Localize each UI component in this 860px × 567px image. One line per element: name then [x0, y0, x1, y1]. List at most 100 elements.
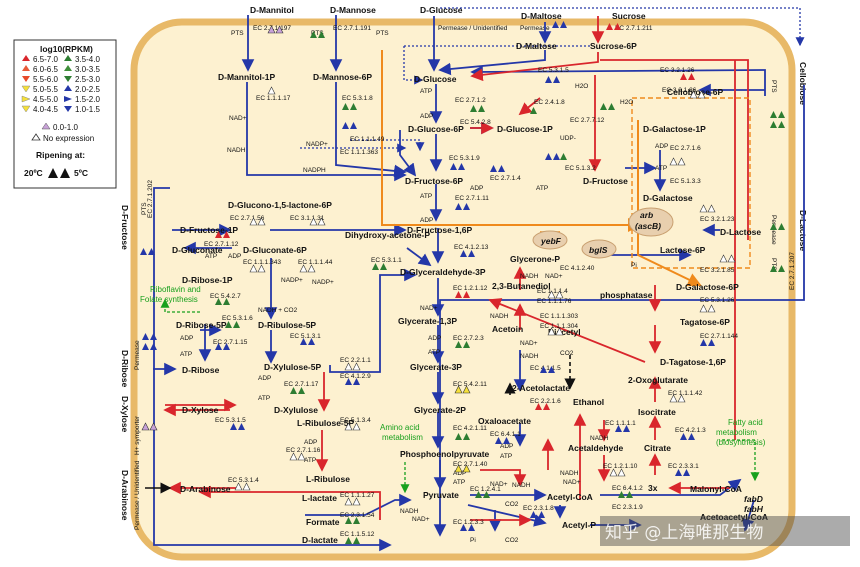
legend-col-right: 3.5-4.0 3.0-3.5 2.5-3.0 2.0-2.5 1.5-2.0 … — [64, 55, 100, 114]
h-symporter: H+ symporter — [134, 415, 141, 455]
ec-1-1-1-303: EC 1.1.1.303 — [540, 313, 578, 320]
expression-marker — [142, 333, 149, 340]
expression-marker — [297, 452, 306, 461]
permease-ribose: Permease — [134, 340, 141, 370]
expression-markers — [140, 21, 785, 544]
cof-nadp: NADP+ — [312, 279, 334, 286]
expression-marker — [454, 464, 463, 473]
cofactor-labels: NAD+ NADH NADP+ NADPH ATP ADP H2O H2O UD… — [180, 83, 668, 544]
ec-4-1-2-13: EC 4.1.2.13 — [454, 244, 489, 251]
ec-2-7-1-56: EC 2.7.1.56 — [230, 215, 265, 222]
cof-nad: NAD+ — [420, 305, 438, 312]
met-citrate: Citrate — [644, 443, 671, 453]
expression-marker — [707, 304, 716, 313]
gene-bgls: bglS — [589, 245, 608, 255]
expression-marker — [463, 433, 470, 440]
met-fructose-16p2: D-Fructose-1,6P — [407, 225, 473, 235]
expression-marker — [727, 254, 736, 263]
met-xylulose: D-Xylulose — [274, 405, 318, 415]
expression-marker — [463, 291, 470, 298]
cof-nadh: NADH — [520, 353, 539, 360]
ec-1-1-1-1: EC 1.1.1.1 — [605, 420, 636, 427]
ec-5-3-1-4: EC 5.3.1.4 — [228, 477, 259, 484]
legend-entry: 6.5-7.0 — [33, 55, 58, 64]
expression-marker — [140, 248, 147, 255]
expression-marker — [547, 327, 556, 336]
cof-adp: ADP — [500, 443, 513, 450]
expression-marker — [267, 86, 276, 95]
cof-adp: ADP — [470, 185, 483, 192]
legend-col-left: 6.5-7.0 6.0-6.5 5.5-6.0 5.0-5.5 4.5-5.0 … — [21, 55, 58, 114]
cof-nadph: NADPH — [303, 167, 326, 174]
cof-nadh: NADH — [590, 435, 609, 442]
met-ribose-5p: D-Ribose-5P — [176, 320, 227, 330]
expression-marker — [560, 21, 567, 28]
cof-adp: ADP — [258, 375, 271, 382]
expression-marker — [455, 341, 462, 348]
watermark: 知乎 @上海唯那生物 — [605, 523, 763, 543]
met-lactose-in: D-Lactose — [720, 227, 761, 237]
cof-nad: NAD+ — [545, 273, 563, 280]
ec-1-2-1-12: EC 1.2.1.12 — [453, 285, 488, 292]
met-cellobiose-6p: Cellobiose-6P — [667, 87, 724, 97]
expression-marker — [353, 378, 360, 385]
expression-marker — [310, 31, 317, 38]
ec-5-1-3-3: EC 5.1.3.3 — [670, 178, 701, 185]
expression-marker — [342, 103, 349, 110]
cof-nadp: NADP+ — [306, 141, 328, 148]
expression-marker — [608, 103, 615, 110]
ec-2-7-1-202: EC 2.7.1.202 — [147, 180, 154, 218]
cof-nadh: NADH — [520, 273, 539, 280]
met-glucose-6p: D-Glucose-6P — [408, 124, 464, 134]
met-arabinose: D-Arabinose — [180, 484, 231, 494]
expression-marker — [298, 387, 305, 394]
gene-ellipses: arb (ascB) yebF bglS fabD fabH — [532, 207, 764, 514]
expression-marker — [552, 21, 559, 28]
black-arrows — [145, 355, 576, 494]
expression-marker — [680, 73, 687, 80]
expression-marker — [677, 157, 686, 166]
ext-mannose: D-Mannose — [330, 5, 376, 15]
expression-marker — [455, 203, 462, 210]
expression-marker — [215, 298, 222, 305]
met-glucose: D-Glucose — [414, 74, 457, 84]
expression-marker — [234, 482, 243, 491]
met-mannitol-1p: D-Mannitol-1P — [218, 72, 275, 82]
metabolite-labels: D-Mannitol-1P D-Mannose-6P D-Maltose Suc… — [172, 41, 768, 545]
ec-1-1-1-343: EC 1.1.1.343 — [243, 259, 281, 266]
met-l-ribulose-5p: L-Ribulose-5P — [297, 418, 354, 428]
ec-2-7-1-17: EC 2.7.1.17 — [284, 381, 319, 388]
cof-h2o: H2O — [620, 99, 633, 106]
legend-temp-20: 20ºC — [24, 168, 43, 178]
expression-marker — [462, 385, 471, 394]
ext-maltose: D-Maltose — [521, 11, 562, 21]
ext-cellobiose: Cellobiose — [798, 62, 808, 105]
met-malonyl-coa: Malonyl-CoA — [690, 484, 742, 494]
cof-adp: ADP — [180, 335, 193, 342]
legend-entry: 3.0-3.5 — [75, 65, 100, 74]
expression-marker — [344, 362, 353, 371]
expression-marker — [257, 264, 266, 273]
expression-marker — [700, 339, 707, 346]
ec-5-4-2-7: EC 5.4.2.7 — [210, 293, 241, 300]
expression-marker — [460, 524, 467, 531]
expression-marker — [778, 265, 785, 272]
expression-marker — [233, 321, 240, 328]
expression-marker — [290, 387, 297, 394]
expression-marker — [223, 231, 230, 238]
cof-atp: ATP — [420, 88, 432, 95]
met-fructose: D-Fructose — [583, 176, 628, 186]
ec-5-1-3-4: EC 5.1.3.4 — [340, 417, 371, 424]
met-acetolactate: 2-Acetolactate — [512, 383, 570, 393]
expression-marker — [230, 423, 237, 430]
cof-nad: NAD+ — [563, 479, 581, 486]
expression-marker — [475, 491, 482, 498]
cof-3x: 3x — [648, 483, 658, 493]
met-glucose-1p: D-Glucose-1P — [497, 124, 553, 134]
expression-marker — [778, 223, 785, 230]
cof-atp: ATP — [536, 185, 548, 192]
met-ethanol: Ethanol — [573, 397, 604, 407]
met-l-lactate: L-lactate — [302, 493, 337, 503]
ec-5-3-1-9: EC 5.3.1.9 — [449, 155, 480, 162]
expression-marker — [688, 433, 695, 440]
